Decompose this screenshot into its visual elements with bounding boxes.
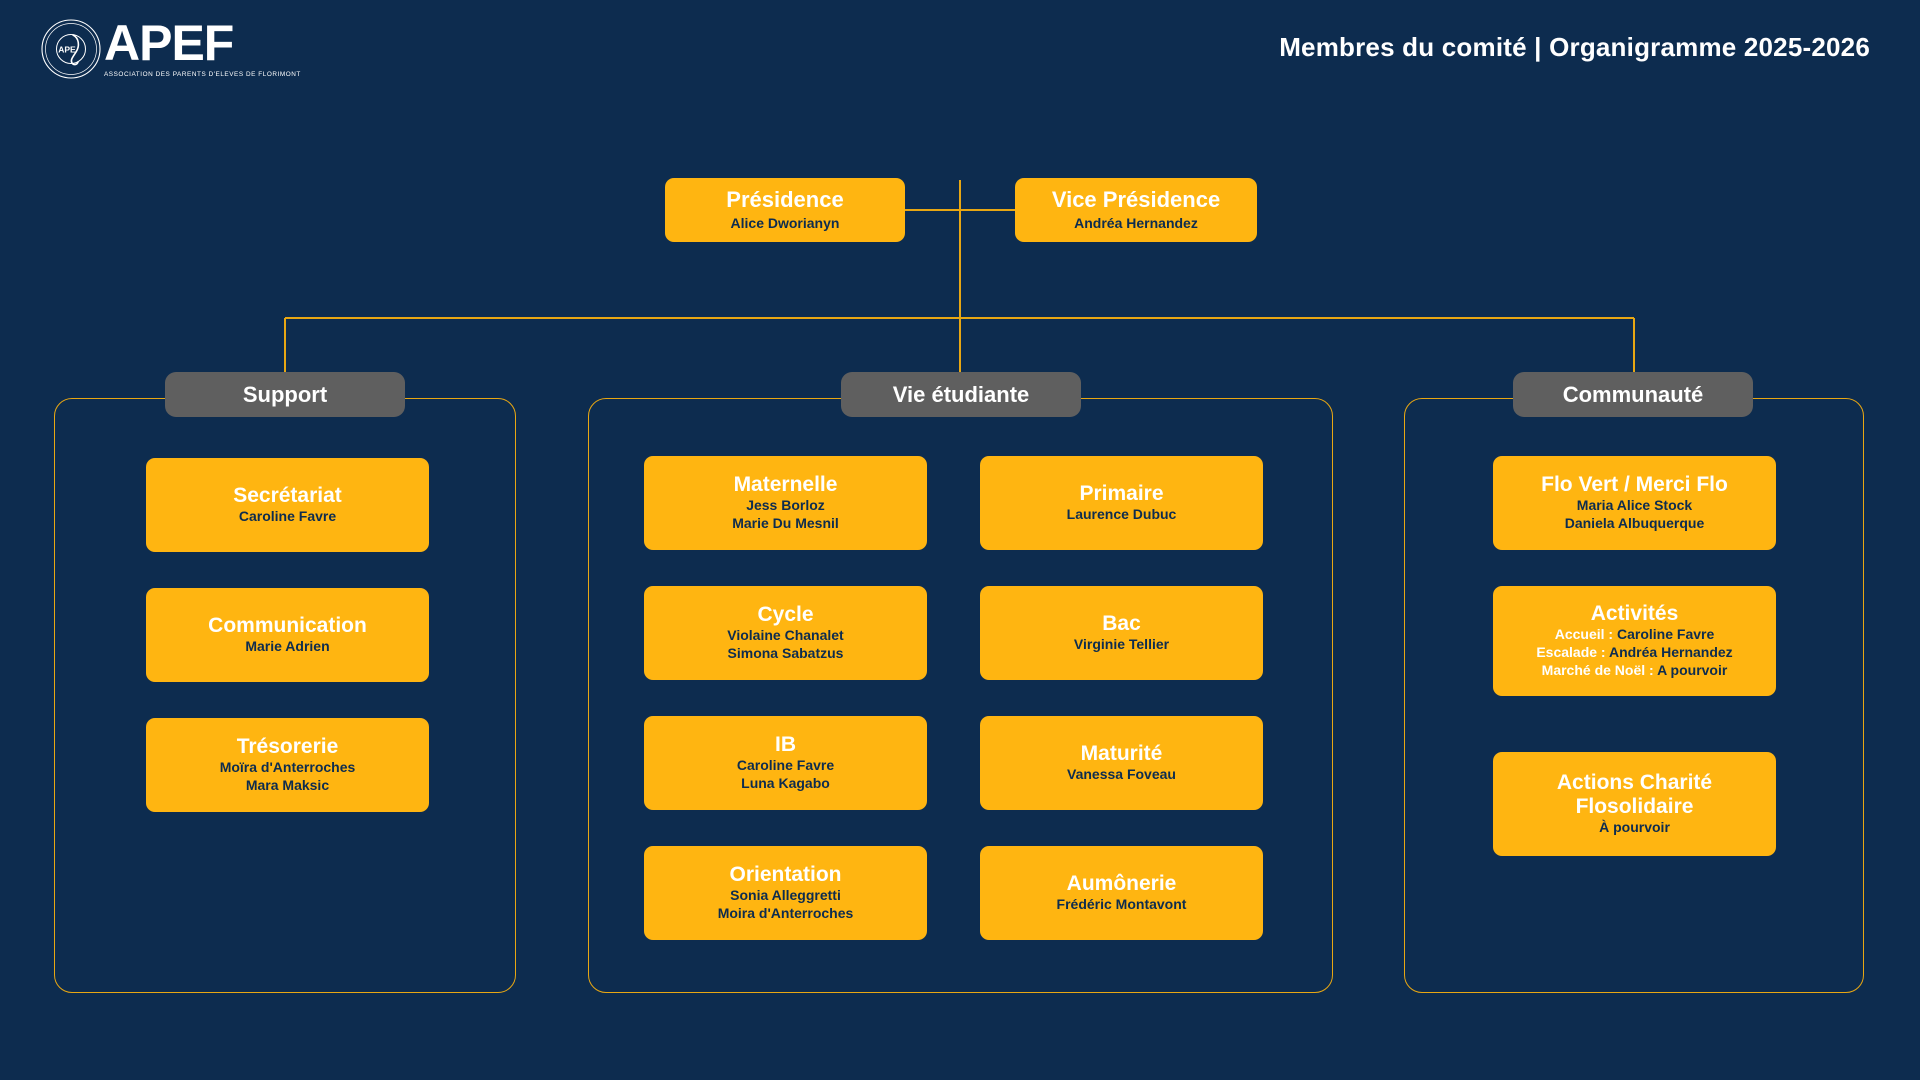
- card-member-name: Moïra d'Anterroches: [219, 759, 356, 776]
- card-members: Marie Adrien: [245, 638, 329, 656]
- card-cycle[interactable]: Cycle Violaine Chanalet Simona Sabatzus: [644, 586, 927, 680]
- section-label: Vie étudiante: [892, 381, 1030, 407]
- apef-seal-icon: APE: [40, 18, 102, 80]
- section-label: Communauté: [1562, 381, 1704, 407]
- card-member-name: Alice Dworianyn: [730, 214, 840, 231]
- card-members: Vanessa Foveau: [1067, 766, 1176, 784]
- card-member-name: Marie Adrien: [245, 638, 330, 655]
- card-members: Virginie Tellier: [1074, 636, 1169, 654]
- card-member-name: Mara Maksic: [245, 777, 330, 794]
- card-presidence[interactable]: Présidence Alice Dworianyn: [665, 178, 905, 242]
- card-members: Caroline Favre Luna Kagabo: [737, 757, 834, 793]
- card-maturite[interactable]: Maturité Vanessa Foveau: [980, 716, 1263, 810]
- card-member-name: Caroline Favre: [238, 508, 337, 525]
- card-member-name: Andréa Hernandez: [1074, 214, 1198, 231]
- card-activites[interactable]: Activités Accueil : Caroline Favre Escal…: [1493, 586, 1776, 696]
- section-label: Support: [242, 381, 328, 407]
- card-member-name: Vanessa Foveau: [1067, 766, 1176, 783]
- card-member-name: Maria Alice Stock: [1576, 497, 1693, 514]
- card-title: Maternelle: [733, 473, 838, 497]
- card-member-name: Moira d'Anterroches: [717, 905, 854, 922]
- activity-label: Marché de Noël :: [1541, 662, 1658, 678]
- activity-value: A pourvoir: [1657, 662, 1728, 678]
- card-maternelle[interactable]: Maternelle Jess Borloz Marie Du Mesnil: [644, 456, 927, 550]
- card-members: À pourvoir: [1599, 819, 1670, 837]
- card-member-name: Daniela Albuquerque: [1564, 515, 1705, 532]
- card-title: IB: [775, 733, 796, 757]
- card-members: Jess Borloz Marie Du Mesnil: [732, 497, 839, 533]
- card-primaire[interactable]: Primaire Laurence Dubuc: [980, 456, 1263, 550]
- card-title: Cycle: [757, 603, 814, 627]
- logo-subtitle: ASSOCIATION DES PARENTS D'ELEVES DE FLOR…: [104, 70, 301, 78]
- card-secretariat[interactable]: Secrétariat Caroline Favre: [146, 458, 429, 552]
- section-header-vie-etudiante[interactable]: Vie étudiante: [841, 372, 1081, 417]
- card-member-name: Caroline Favre: [736, 757, 835, 774]
- card-vice-presidence[interactable]: Vice Présidence Andréa Hernandez: [1015, 178, 1257, 242]
- card-title: Activités: [1590, 602, 1679, 626]
- card-member-name: À pourvoir: [1599, 819, 1670, 836]
- card-orientation[interactable]: Orientation Sonia Alleggretti Moira d'An…: [644, 846, 927, 940]
- card-title: Vice Présidence: [1051, 187, 1221, 213]
- page-header: APE APEF ASSOCIATION DES PARENTS D'ELEVE…: [0, 0, 1920, 110]
- card-member-name: Luna Kagabo: [741, 775, 830, 792]
- card-member-name: Sonia Alleggretti: [730, 887, 841, 904]
- card-title: Orientation: [729, 863, 842, 887]
- activity-label: Accueil :: [1554, 626, 1617, 643]
- card-title-line2: Flosolidaire: [1575, 794, 1694, 818]
- card-member-name: Jess Borloz: [746, 497, 825, 514]
- card-tresorerie[interactable]: Trésorerie Moïra d'Anterroches Mara Maks…: [146, 718, 429, 812]
- card-title: Bac: [1102, 612, 1141, 635]
- card-title-line1: Actions Charité: [1556, 770, 1713, 794]
- card-member-name: Virginie Tellier: [1073, 636, 1170, 653]
- card-members: Maria Alice Stock Daniela Albuquerque: [1565, 497, 1705, 533]
- card-communication[interactable]: Communication Marie Adrien: [146, 588, 429, 682]
- page-title: Membres du comité | Organigramme 2025-20…: [1279, 32, 1870, 62]
- card-title: Flo Vert / Merci Flo: [1541, 473, 1728, 497]
- svg-text:APE: APE: [58, 45, 76, 55]
- card-title: Maturité: [1080, 742, 1163, 765]
- card-title: Secrétariat: [233, 484, 342, 507]
- card-members: Violaine Chanalet Simona Sabatzus: [727, 627, 843, 663]
- card-title: Trésorerie: [236, 735, 339, 759]
- apef-logo: APE APEF ASSOCIATION DES PARENTS D'ELEVE…: [40, 18, 301, 80]
- card-title: Actions Charité Flosolidaire: [1557, 771, 1712, 819]
- card-members: Laurence Dubuc: [1067, 506, 1177, 524]
- activity-entry-marche-de-noel: Marché de Noël : A pourvoir: [1536, 662, 1732, 680]
- card-member-name: Simona Sabatzus: [727, 645, 844, 662]
- logo-wordmark: APEF: [104, 15, 234, 72]
- activity-value: Caroline Favre: [1616, 626, 1715, 643]
- card-title: Aumônerie: [1066, 872, 1177, 895]
- activity-value: Andréa Hernandez: [1608, 644, 1733, 661]
- card-members: Sonia Alleggretti Moira d'Anterroches: [718, 887, 854, 923]
- card-actions-charite-flosolidaire[interactable]: Actions Charité Flosolidaire À pourvoir: [1493, 752, 1776, 856]
- activity-entry-escalade: Escalade : Andréa Hernandez: [1536, 644, 1732, 662]
- card-flo-vert-merci-flo[interactable]: Flo Vert / Merci Flo Maria Alice Stock D…: [1493, 456, 1776, 550]
- card-bac[interactable]: Bac Virginie Tellier: [980, 586, 1263, 680]
- card-aumonerie[interactable]: Aumônerie Frédéric Montavont: [980, 846, 1263, 940]
- card-title: Primaire: [1079, 482, 1164, 505]
- card-member-name: Violaine Chanalet: [727, 627, 844, 644]
- card-member-name: Marie Du Mesnil: [732, 515, 839, 532]
- card-ib[interactable]: IB Caroline Favre Luna Kagabo: [644, 716, 927, 810]
- section-header-communaute[interactable]: Communauté: [1513, 372, 1753, 417]
- card-activity-entries: Accueil : Caroline Favre Escalade : Andr…: [1536, 626, 1732, 680]
- card-members: Moïra d'Anterroches Mara Maksic: [220, 759, 356, 795]
- card-member-name: Laurence Dubuc: [1066, 506, 1177, 523]
- card-member-name: Frédéric Montavont: [1056, 896, 1187, 913]
- activity-label: Escalade :: [1536, 644, 1609, 661]
- card-members: Frédéric Montavont: [1057, 896, 1187, 914]
- card-members: Caroline Favre: [239, 508, 336, 526]
- card-title: Communication: [208, 614, 367, 637]
- section-header-support[interactable]: Support: [165, 372, 405, 417]
- activity-entry-accueil: Accueil : Caroline Favre: [1536, 626, 1732, 644]
- card-title: Présidence: [726, 187, 844, 213]
